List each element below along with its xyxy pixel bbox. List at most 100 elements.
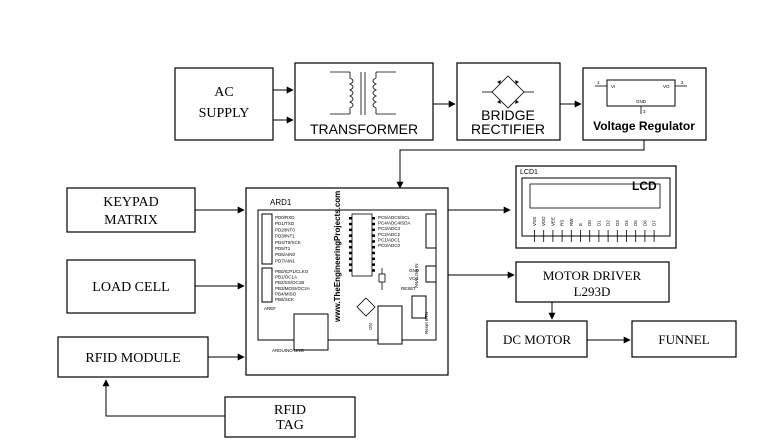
arduino-reset-label: RESET [401, 286, 416, 291]
arduino-right-pin-label: PC5/ADC5/SCL [378, 215, 411, 220]
arduino-right-pin-labels: PC5/ADC5/SCLPC4/ADC4/SDAPC3/ADC3PC2/ADC2… [378, 215, 411, 248]
lcd-pin-label: D0 [587, 220, 592, 226]
arduino-left-pin-labels: PD0/RXDPD1/TXDPD2/INT0PD3/INT1PD4/T0/XCK… [275, 215, 310, 302]
lcd-screen [529, 183, 661, 209]
power-jack [377, 305, 403, 345]
arduino-vcc-label: VCC [409, 276, 419, 281]
arduino-left-pin-label: PB0/ICP1/CLKO [275, 269, 309, 274]
arduino-left-pin-label: PD5/T1 [275, 246, 291, 251]
lcd-pin-label: D7 [652, 220, 657, 226]
chip-pin [372, 240, 375, 243]
chip-pin [372, 263, 375, 266]
lcd-block: LCD1 LM016L LCD VSSVDDVEERSRWED0D1D2D3D4… [515, 165, 677, 249]
arduino-right-pin-label: PC0/ADC0 [378, 243, 401, 248]
arduino-gnd-label: GND [409, 268, 420, 273]
lcd-pin-label: D3 [615, 220, 620, 226]
arduino-left-pin-label: PB2/SS/OC1B [275, 280, 304, 285]
arduino-left-pin-label: PD4/T0/XCK [275, 240, 301, 245]
arduino-left-pin-label: PB4/MISO [275, 291, 297, 296]
lcd-pin-label: D5 [633, 220, 638, 226]
regulator-pin-vo: VO [663, 84, 670, 89]
arduino-block: ARD1 PD0/RXDPD1/TXDPD2/INT0PD3/INT1PD4/T… [245, 187, 449, 376]
microcontroller-chip [351, 213, 373, 277]
arduino-left-pin-label: PD6/AIN0 [275, 252, 296, 257]
lcd-pin-label: VDD [541, 216, 546, 226]
arduino-name-label: ARDUINO UNO [272, 348, 305, 353]
arduino-right-pin-label: PC4/ADC4/SDA [378, 221, 411, 226]
keypad-matrix-label-line2: MATRIX [104, 213, 158, 228]
dc-motor-label: DC MOTOR [503, 332, 571, 347]
lcd-pin-label: D4 [624, 220, 629, 226]
chip-pin [349, 269, 352, 272]
arduino-on-label: ON [368, 323, 373, 330]
chip-pin [349, 228, 352, 232]
chip-pin [372, 217, 375, 220]
transformer-icon [330, 71, 396, 115]
motor-driver-label-line2: L293D [574, 284, 611, 299]
bridge-rectifier-label-line1: BRIDGE [481, 107, 535, 123]
arduino-right-pin-label: PC2/ADC2 [378, 232, 401, 237]
lcd-designator: LCD1 [520, 169, 538, 176]
chip-pin [372, 246, 375, 249]
regulator-pin-1: 1 [597, 80, 600, 85]
arduino-left-pin-label: PD0/RXD [275, 215, 295, 220]
reset-button [411, 295, 427, 319]
voltage-regulator-block: VI VO GND 1 2 3 Voltage Regulator [582, 67, 707, 141]
ac-supply-block: AC SUPPLY [174, 67, 274, 141]
arduino-reset-btn-label: Reset BTN [424, 312, 429, 334]
chip-pin [349, 234, 352, 237]
arduino-left-pin-label: PD2/INT0 [275, 227, 295, 232]
rfid-tag-label-line2: TAG [276, 418, 304, 433]
arduino-designator: ARD1 [270, 198, 292, 207]
regulator-chip-icon: VI VO GND 1 2 3 [595, 79, 687, 114]
reset-diamond-icon [356, 297, 376, 317]
arduino-left-pin-label: PD3/INT1 [275, 234, 295, 239]
ac-supply-label-line1: AC [214, 85, 233, 100]
arduino-left-pin-label: PD1/TXD [275, 221, 295, 226]
arduino-aref-label: AREF [264, 306, 276, 311]
chip-pin [372, 269, 375, 272]
arduino-left-pin-label: PB1/OC1A [275, 275, 297, 280]
chip-pin [349, 222, 352, 226]
arduino-left-pin-label: PD7/AIN1 [275, 258, 296, 263]
rfid-module-block: RFID MODULE [57, 336, 209, 378]
voltage-regulator-label: Voltage Regulator [593, 119, 695, 133]
lcd-pin-label: D1 [596, 220, 601, 226]
chip-pin [372, 234, 375, 237]
chip-pin [349, 257, 352, 261]
keypad-matrix-label-line1: KEYPAD [103, 195, 159, 210]
rfid-module-label: RFID MODULE [85, 351, 180, 366]
transformer-block: TRANSFORMER [294, 62, 434, 141]
lcd-pin-label: VSS [532, 217, 537, 226]
chip-pin [372, 222, 375, 226]
bridge-rectifier-block: BRIDGE RECTIFIER [456, 62, 561, 141]
motor-driver-block: MOTOR DRIVER L293D [515, 261, 670, 303]
rfid-tag-label-line1: RFID [274, 403, 306, 418]
chip-pin [349, 240, 352, 243]
output-connectors [448, 206, 631, 344]
chip-pin [349, 217, 352, 220]
arduino-analog-in-label: ANALOG IN [414, 263, 419, 288]
chip-pin [349, 246, 352, 249]
transformer-label: TRANSFORMER [310, 121, 418, 137]
arduino-website-text: www.TheEngineeringProjects.com [333, 191, 342, 323]
ac-supply-label-line2: SUPPLY [199, 106, 250, 121]
regulator-pin-3: 3 [643, 109, 646, 114]
lcd-pin-label: RS [560, 220, 565, 226]
motor-driver-label-line1: MOTOR DRIVER [543, 268, 642, 283]
lcd-pin-label: VEE [550, 217, 555, 226]
bridge-diode-icon [482, 75, 534, 109]
lcd-label: LCD [632, 179, 657, 193]
regulator-pin-vi: VI [611, 84, 615, 89]
lcd-pin-label: E [578, 223, 583, 226]
input-connectors [102, 206, 245, 417]
chip-pin [372, 251, 375, 255]
regulator-pin-2: 2 [681, 80, 684, 85]
rfid-tag-block: RFID TAG [224, 396, 356, 438]
usb-connector [293, 313, 329, 351]
chip-pin [372, 228, 375, 232]
funnel-block: FUNNEL [631, 320, 737, 358]
load-cell-label: LOAD CELL [92, 280, 169, 295]
